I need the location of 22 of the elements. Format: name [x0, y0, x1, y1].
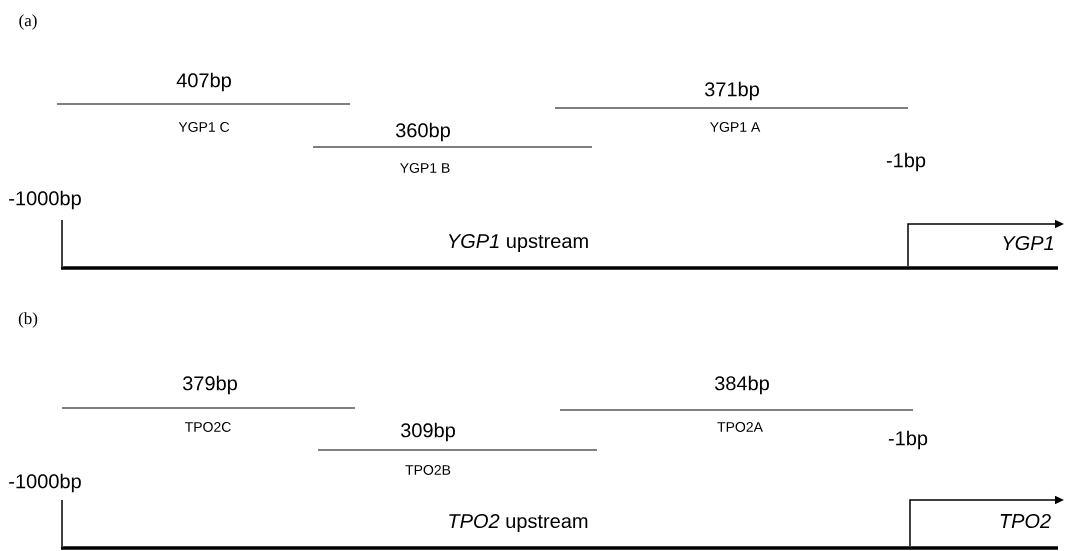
length-label: 407bp: [176, 72, 231, 92]
length-label: 360bp: [395, 122, 450, 142]
region-label: TPO2 upstream: [449, 513, 588, 533]
fragment-label: TPO2A: [717, 422, 763, 432]
fragment-label: YGP1 A: [710, 122, 761, 132]
length-label: 371bp: [704, 81, 759, 101]
length-label: 384bp: [714, 375, 769, 395]
fragment-label: YGP1 B: [400, 163, 450, 173]
gene-label: YGP1: [1003, 235, 1053, 251]
position-label: -1000bp: [9, 473, 81, 493]
fragment-label: TPO2B: [405, 465, 451, 475]
fragment-label: YGP1 C: [178, 122, 230, 132]
length-label: 379bp: [182, 375, 237, 395]
gene-label: TPO2: [1000, 513, 1051, 529]
position-label: -1bp: [888, 430, 928, 450]
region-label: YGP1 upstream: [448, 233, 588, 253]
position-label: -1000bp: [9, 190, 81, 210]
length-label: 309bp: [400, 422, 455, 442]
panel-label: (a): [19, 14, 37, 30]
position-label: -1bp: [886, 152, 926, 172]
fragment-label: TPO2C: [185, 422, 231, 432]
panel-label: (b): [18, 312, 38, 328]
